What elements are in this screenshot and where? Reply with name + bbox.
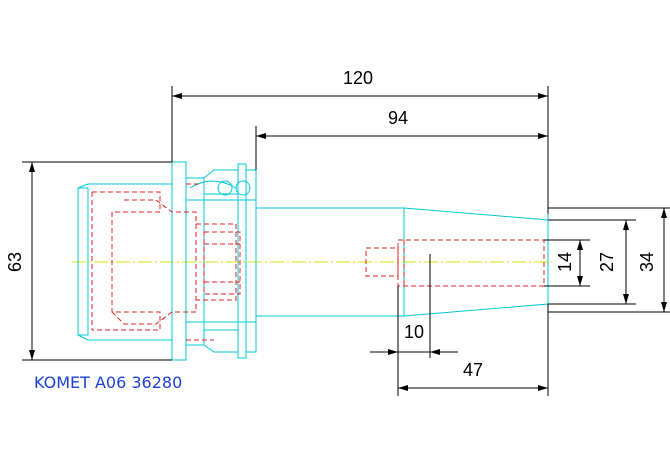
tool-body-outline xyxy=(77,161,549,361)
dim-bore-offset: 10 xyxy=(404,322,424,342)
part-caption: KOMET A06 36280 xyxy=(34,373,182,392)
dim-bore-diameter: 14 xyxy=(555,252,575,272)
dim-bore-depth: 47 xyxy=(463,360,483,380)
dim-shank-length: 94 xyxy=(388,108,408,128)
dim-taper-large-diameter: 34 xyxy=(637,252,657,272)
dim-flange-diameter: 63 xyxy=(5,252,25,272)
dim-overall-length: 120 xyxy=(343,68,373,88)
dim-taper-small-diameter: 27 xyxy=(597,252,617,272)
